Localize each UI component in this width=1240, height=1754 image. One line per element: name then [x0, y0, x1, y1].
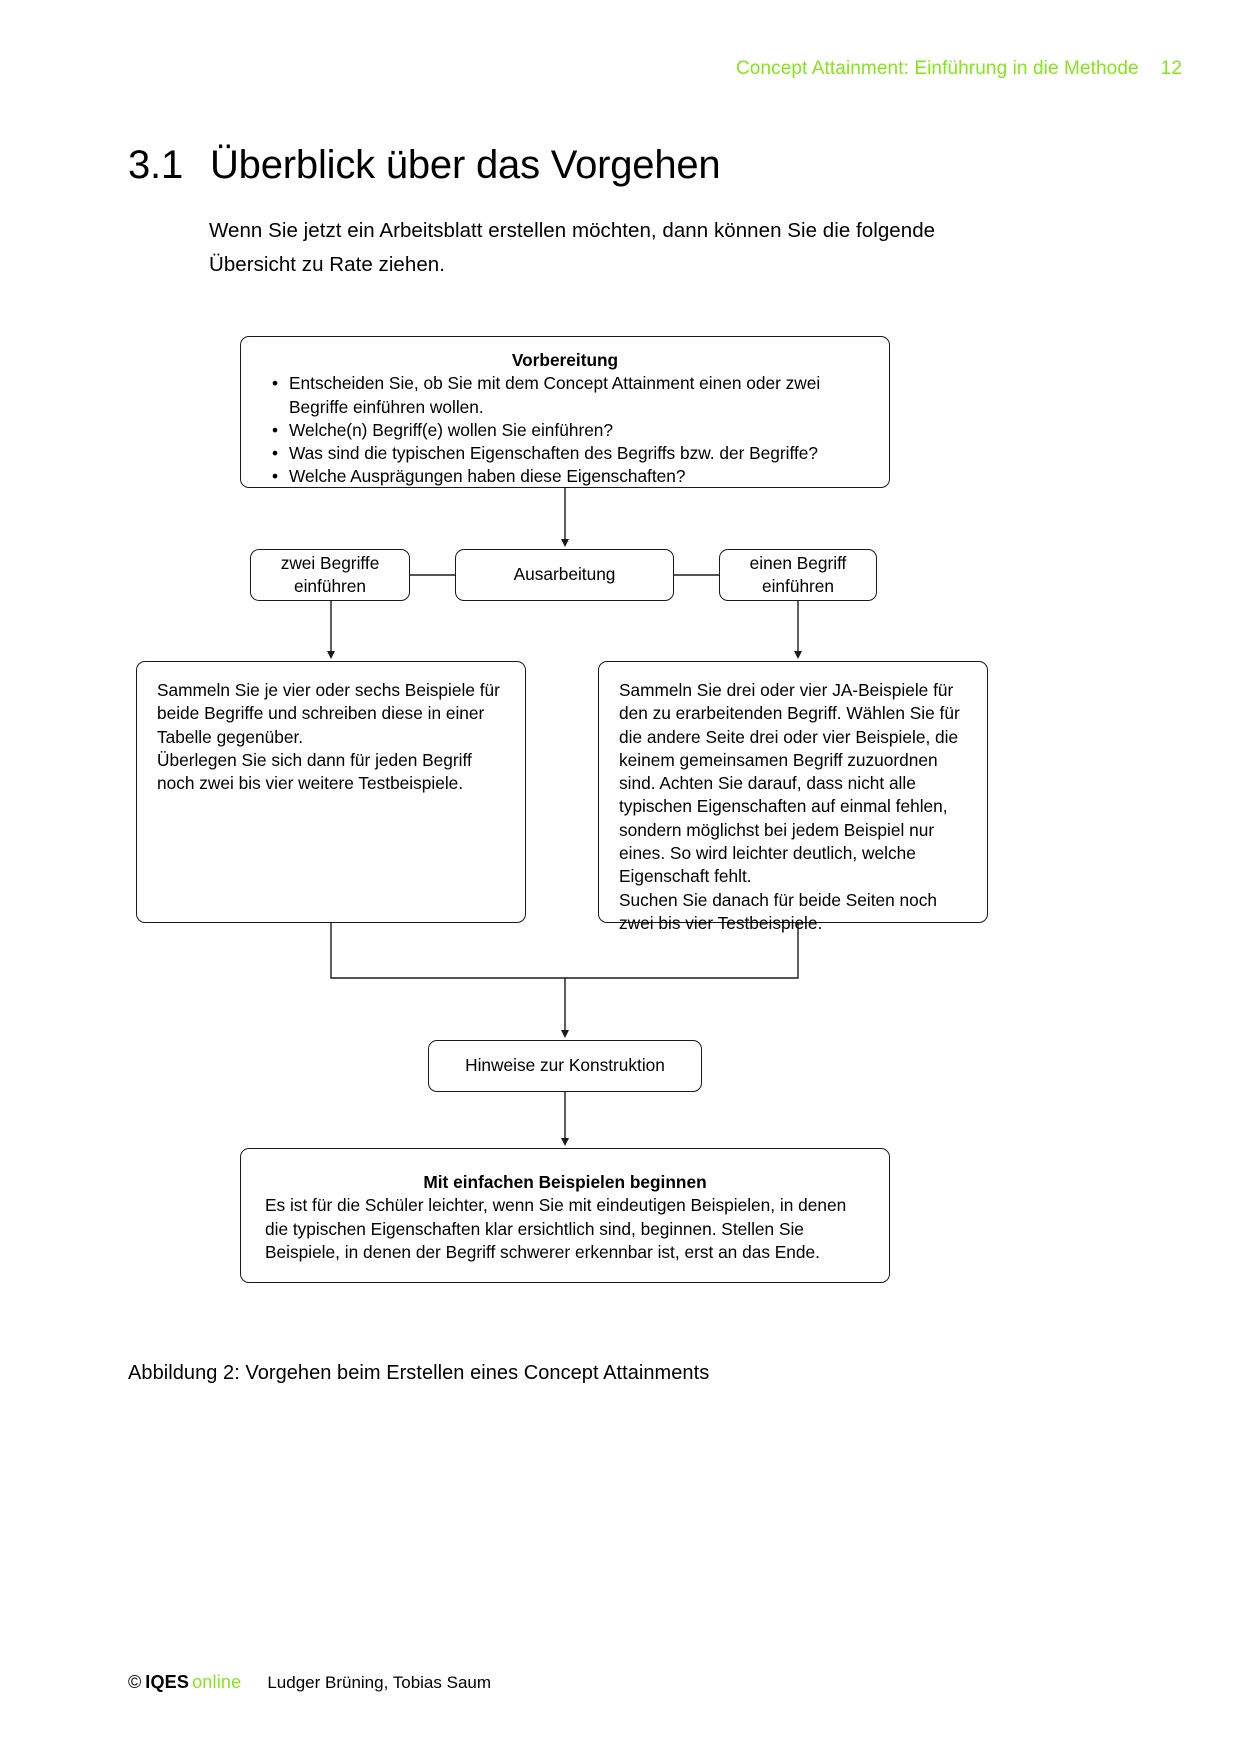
flow-node-right-detail-p2: Suchen Sie danach für beide Seiten noch … [619, 889, 938, 933]
flow-node-vorbereitung-title: Vorbereitung [511, 350, 619, 370]
flow-node-zwei-begriffe: zwei Begriffe einführen [250, 549, 410, 601]
flow-node-zwei-begriffe-line1: zwei Begriffe [280, 552, 380, 573]
figure-caption: Abbildung 2: Vorgehen beim Erstellen ein… [128, 1362, 710, 1384]
flow-node-left-detail-p1: Sammeln Sie je vier oder sechs Beispiele… [157, 680, 500, 747]
flow-node-left-detail: Sammeln Sie je vier oder sechs Beispiele… [136, 661, 526, 923]
flow-node-right-detail: Sammeln Sie drei oder vier JA-Beispiele … [598, 661, 988, 933]
flow-node-right-detail-p1: Sammeln Sie drei oder vier JA-Beispiele … [619, 680, 960, 887]
flow-node-vorbereitung-list: Entscheiden Sie, ob Sie mit dem Concept … [259, 372, 871, 489]
list-item: Was sind die typischen Eigenschaften des… [272, 442, 871, 466]
flow-node-beispiele: Mit einfachen Beispielen beginnen Es ist… [240, 1148, 890, 1283]
page-title: 3.1 Überblick über das Vorgehen [128, 143, 721, 188]
flow-node-beispiele-title: Mit einfachen Beispielen beginnen [423, 1172, 707, 1192]
flow-node-ausarbeitung: Ausarbeitung [455, 549, 674, 601]
flow-node-beispiele-body: Es ist für die Schüler leichter, wenn Si… [265, 1195, 847, 1262]
flow-node-zwei-begriffe-line2: einführen [293, 576, 367, 596]
flow-node-hinweise: Hinweise zur Konstruktion [428, 1040, 702, 1092]
flow-node-vorbereitung: Vorbereitung Entscheiden Sie, ob Sie mit… [240, 336, 890, 489]
header-page-number: 12 [1160, 58, 1182, 79]
flow-node-einen-begriff-line2: einführen [761, 576, 835, 596]
page-header: Concept Attainment: Einführung in die Me… [736, 58, 1182, 80]
copyright-symbol: © [128, 1672, 142, 1692]
flow-node-einen-begriff: einen Begriff einführen [719, 549, 877, 601]
footer-authors: Ludger Brüning, Tobias Saum [267, 1673, 492, 1692]
brand-name-primary: IQES [145, 1672, 190, 1692]
list-item: Entscheiden Sie, ob Sie mit dem Concept … [272, 372, 871, 419]
flow-node-ausarbeitung-label: Ausarbeitung [513, 564, 616, 585]
intro-paragraph: Wenn Sie jetzt ein Arbeitsblatt erstelle… [209, 219, 936, 276]
section-number: 3.1 [128, 143, 184, 187]
flow-node-einen-begriff-line1: einen Begriff [749, 552, 847, 573]
list-item: Welche(n) Begriff(e) wollen Sie einführe… [272, 419, 871, 443]
brand-name-secondary: online [192, 1672, 242, 1692]
list-item: Welche Ausprägungen haben diese Eigensch… [272, 465, 871, 489]
flow-node-left-detail-p2: Überlegen Sie sich dann für jeden Begrif… [157, 749, 472, 794]
page-footer: © IQES online Ludger Brüning, Tobias Sau… [128, 1672, 491, 1693]
flow-node-hinweise-label: Hinweise zur Konstruktion [465, 1055, 665, 1076]
section-title: Überblick über das Vorgehen [210, 143, 721, 187]
header-title: Concept Attainment: Einführung in die Me… [735, 58, 1139, 79]
